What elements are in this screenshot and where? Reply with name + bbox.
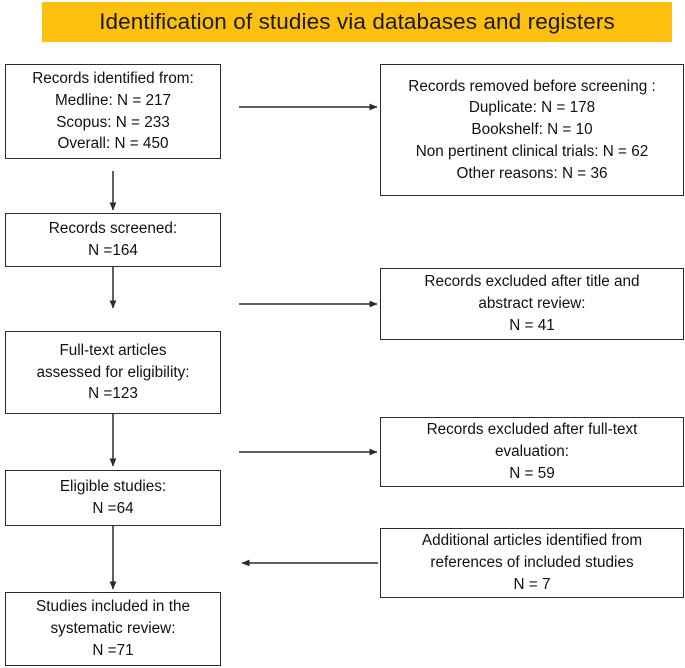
node-records-identified-text: Records identified from: Medline: N = 21…: [32, 70, 194, 153]
node-studies-included: Studies included in the systematic revie…: [5, 592, 221, 666]
node-records-excluded-title-abstract: Records excluded after title and abstrac…: [380, 268, 684, 340]
diagram-title: Identification of studies via databases …: [99, 9, 615, 34]
node-fulltext-assessed-text: Full-text articles assessed for eligibil…: [36, 341, 190, 403]
node-additional-articles: Additional articles identified from refe…: [380, 528, 684, 598]
node-eligible-studies: Eligible studies: N =64: [5, 470, 221, 526]
node-records-screened-text: Records screened: N =164: [48, 220, 178, 259]
diagram-header-banner: Identification of studies via databases …: [42, 2, 672, 42]
node-fulltext-assessed: Full-text articles assessed for eligibil…: [5, 331, 221, 414]
node-records-identified: Records identified from: Medline: N = 21…: [5, 64, 221, 159]
node-additional-articles-text: Additional articles identified from refe…: [421, 532, 643, 593]
node-records-excluded-title-abstract-text: Records excluded after title and abstrac…: [424, 273, 640, 334]
node-records-excluded-fulltext-text: Records excluded after full-text evaluat…: [426, 421, 638, 482]
node-studies-included-text: Studies included in the systematic revie…: [36, 598, 190, 659]
node-records-excluded-fulltext: Records excluded after full-text evaluat…: [380, 417, 684, 487]
node-eligible-studies-text: Eligible studies: N =64: [59, 478, 167, 517]
node-records-screened: Records screened: N =164: [5, 213, 221, 267]
node-records-removed: Records removed before screening : Dupli…: [380, 64, 684, 196]
node-records-removed-text: Records removed before screening : Dupli…: [408, 77, 656, 182]
